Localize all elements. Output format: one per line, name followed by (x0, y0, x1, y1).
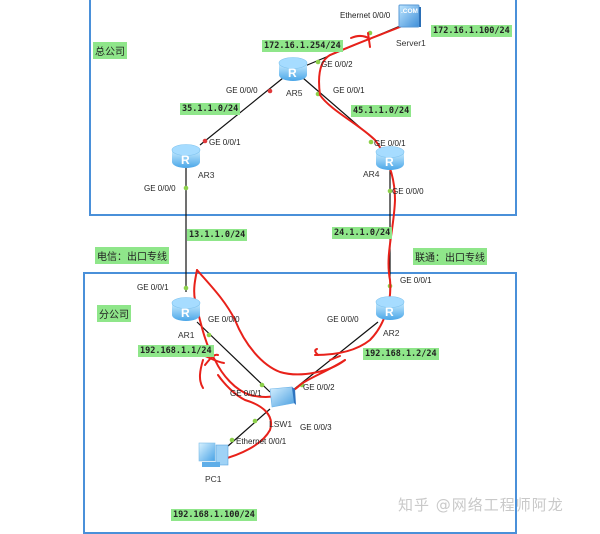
ar5-port-g001: GE 0/0/1 (333, 86, 365, 95)
pc1-device[interactable] (196, 440, 232, 472)
ar1-port-g000: GE 0/0/0 (208, 315, 240, 324)
ar5-label: AR5 (286, 88, 303, 98)
router-glyph: R (385, 155, 394, 169)
server1-port-label: Ethernet 0/0/0 (340, 11, 391, 20)
telecom-isp-label: 电信：出口专线 (95, 247, 169, 264)
traffic-path-annotation (193, 26, 401, 461)
router-icon (171, 297, 201, 321)
watermark: 知乎 @网络工程师阿龙 (398, 496, 564, 514)
hq-area-label: 总公司 (93, 42, 127, 59)
ar5-port-g002: GE 0/0/2 (321, 60, 353, 69)
router-icon (171, 144, 201, 168)
ar3-router[interactable]: R (171, 143, 201, 169)
ar4-router[interactable]: R (375, 145, 405, 171)
ar3-port-g000: GE 0/0/0 (144, 184, 176, 193)
router-glyph: R (181, 153, 190, 167)
lsw1-switch[interactable] (266, 385, 296, 411)
unicom-isp-label: 联通：出口专线 (413, 248, 487, 265)
hq-area (89, 0, 517, 216)
lsw1-label: LSW1 (269, 419, 293, 429)
pc-icon (198, 442, 229, 467)
server1-ip: 172.16.1.100/24 (431, 25, 512, 37)
ar2-ip: 192.168.1.2/24 (363, 348, 439, 360)
server-icon-text: .COM (401, 8, 418, 15)
ar1-router[interactable]: R (171, 296, 201, 322)
net-ar5-ar4: 45.1.1.0/24 (351, 105, 412, 117)
lsw1-port-g002: GE 0/0/2 (303, 383, 335, 392)
ar4-port-g001: GE 0/0/1 (374, 139, 406, 148)
ar2-router[interactable]: R (375, 295, 405, 321)
pc1-port-label: Ethernet 0/0/1 (236, 437, 287, 446)
ar2-port-g001: GE 0/0/1 (400, 276, 432, 285)
link-ar2-lsw1 (292, 321, 379, 391)
pc1-label: PC1 (205, 474, 222, 484)
ar1-label: AR1 (178, 330, 195, 340)
ar4-port-g000: GE 0/0/0 (392, 187, 424, 196)
ar5-ip: 172.16.1.254/24 (262, 40, 343, 52)
pc1-ip: 192.168.1.100/24 (171, 509, 257, 521)
lsw1-port-g003: GE 0/0/3 (300, 423, 332, 432)
ar3-label: AR3 (198, 170, 215, 180)
net-ar3-ar1: 13.1.1.0/24 (187, 229, 248, 241)
router-icon (278, 57, 308, 81)
server1-label: Server1 (396, 38, 426, 48)
switch-icon (269, 386, 296, 408)
ar4-label: AR4 (363, 169, 380, 179)
router-glyph: R (181, 306, 190, 320)
ar3-port-g001: GE 0/0/1 (209, 138, 241, 147)
ar1-port-g001: GE 0/0/1 (137, 283, 169, 292)
server1-device[interactable]: .COM (398, 4, 422, 30)
lsw1-port-g001: GE 0/0/1 (230, 389, 262, 398)
ar5-router[interactable]: R (278, 56, 308, 82)
ar2-label: AR2 (383, 328, 400, 338)
branch-area-label: 分公司 (97, 305, 131, 322)
net-ar4-ar2: 24.1.1.0/24 (332, 227, 393, 239)
router-icon (375, 296, 405, 320)
router-glyph: R (385, 305, 394, 319)
ar2-port-g000: GE 0/0/0 (327, 315, 359, 324)
router-glyph: R (288, 66, 297, 80)
router-icon (375, 146, 405, 170)
ar1-ip: 192.168.1.1/24 (138, 345, 214, 357)
ar5-port-g000: GE 0/0/0 (226, 86, 258, 95)
net-ar5-ar3: 35.1.1.0/24 (180, 103, 241, 115)
link-lsw1-pc1 (227, 408, 271, 447)
server-icon (398, 4, 421, 28)
